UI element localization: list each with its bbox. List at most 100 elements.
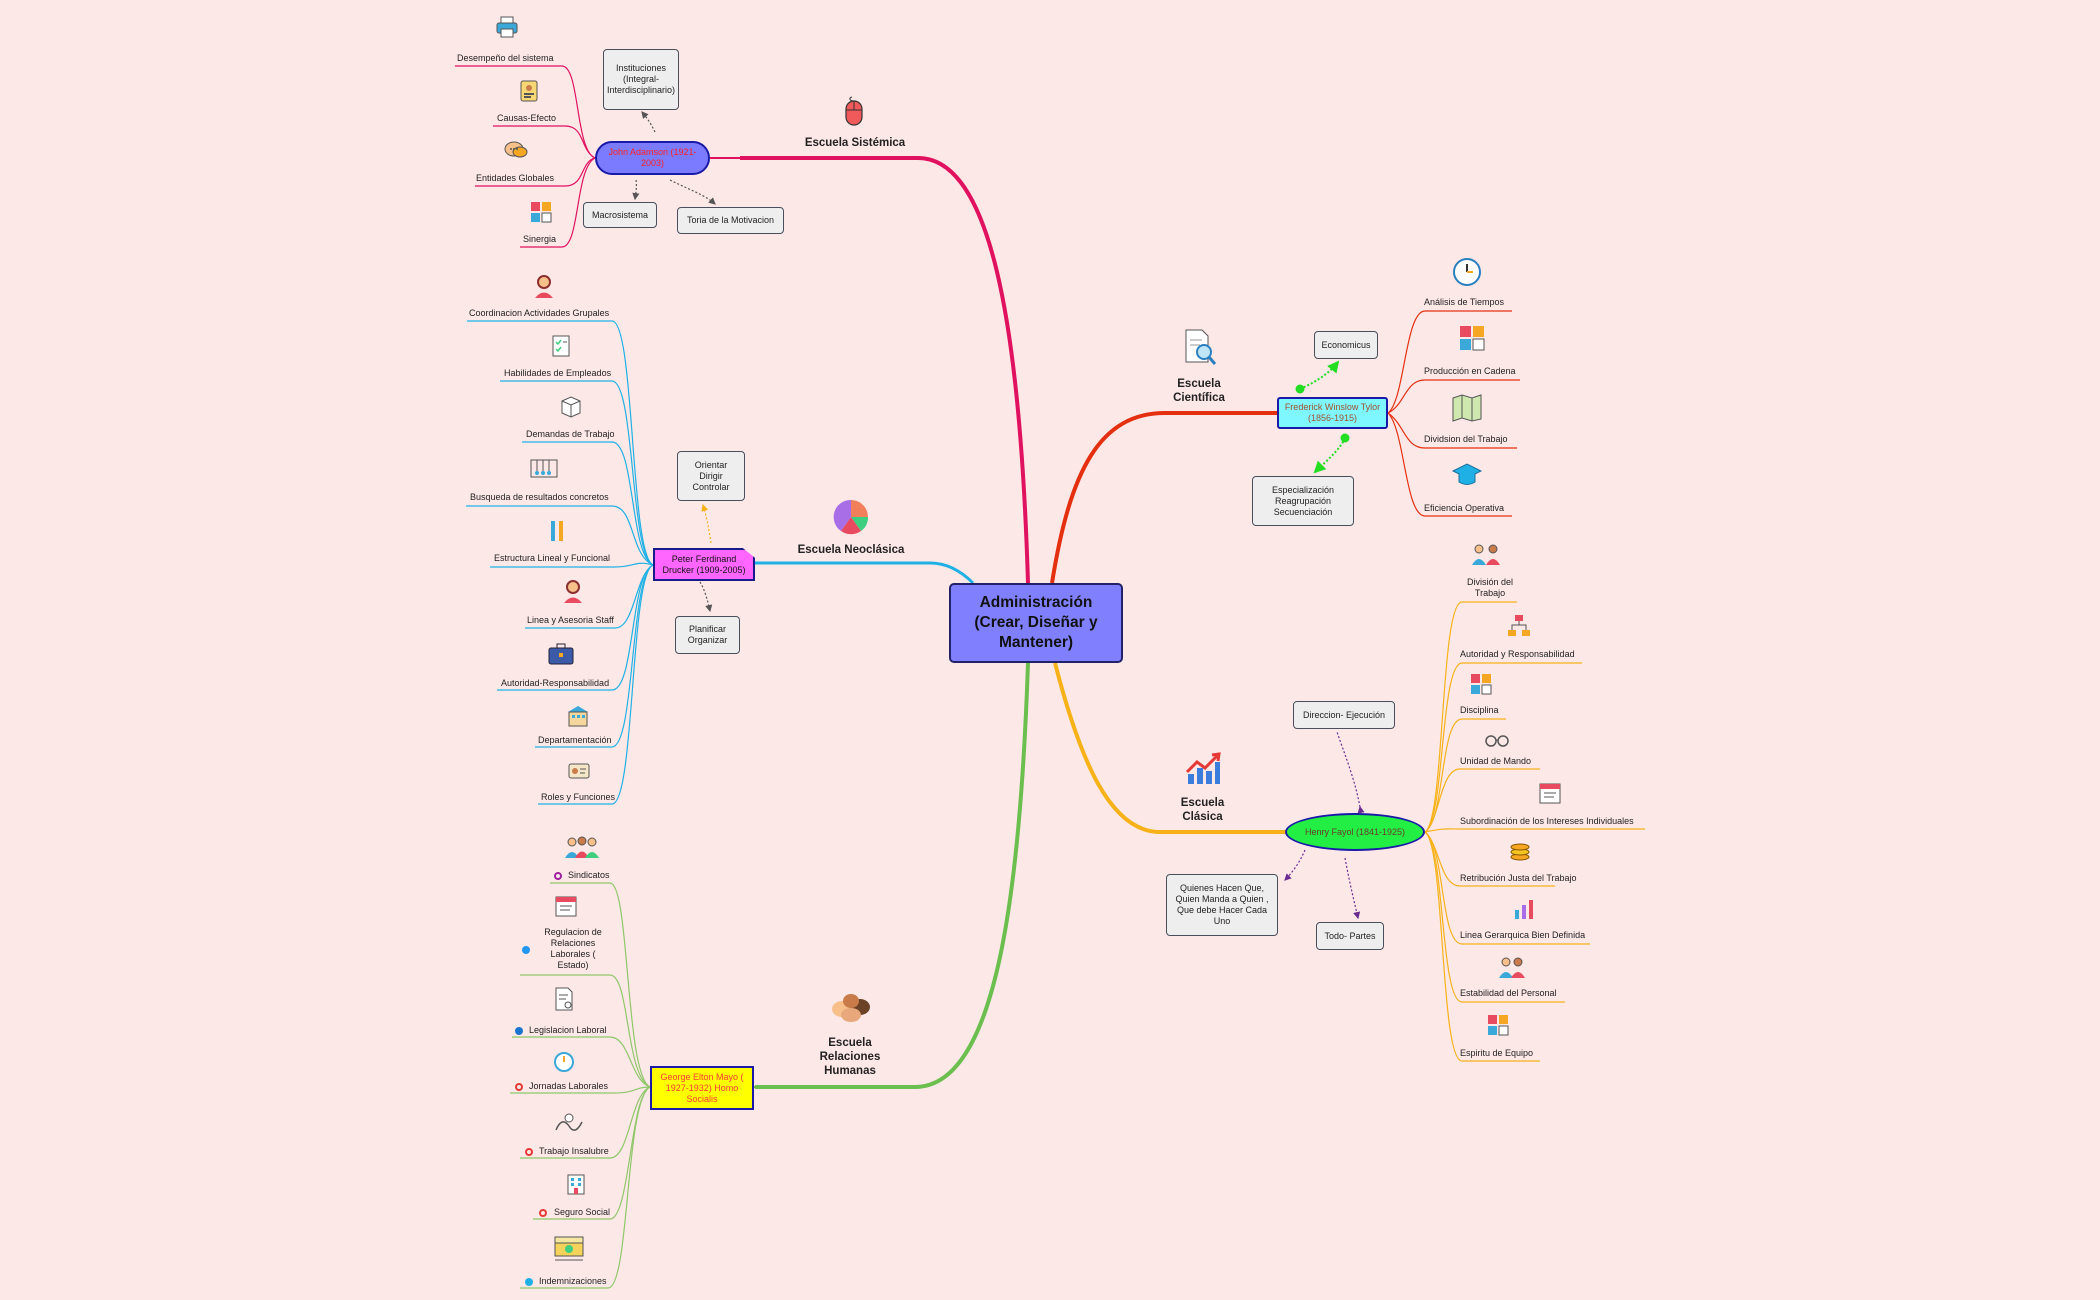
leaf-autoridad-y-resp[interactable]: Autoridad y Responsabilidad <box>1460 649 1575 659</box>
leaf-habilidades[interactable]: Habilidades de Empleados <box>504 368 612 378</box>
person-taylor[interactable]: Frederick Winslow Tylor (1856-1915) <box>1277 397 1388 429</box>
leaf-demandas[interactable]: Demandas de Trabajo <box>526 429 615 439</box>
trending-up-chart-icon <box>1185 752 1221 786</box>
school-cientifica-title[interactable]: Escuela Científica <box>1173 378 1225 404</box>
leaf-sindicatos[interactable]: Sindicatos <box>568 870 610 880</box>
checklist-icon <box>548 333 574 359</box>
leaf-legislacion[interactable]: Legislacion Laboral <box>529 1025 607 1035</box>
box-icon <box>558 393 584 419</box>
leaf-causas[interactable]: Causas-Efecto <box>497 113 557 123</box>
school-clasica-title[interactable]: Escuela Clásica <box>1180 797 1225 823</box>
legal-document-icon <box>551 986 577 1012</box>
leaf-linea-gerarquica[interactable]: Linea Gerarquica Bien Definida <box>1460 930 1586 940</box>
leaf-analisis-tiempos[interactable]: Análisis de Tiempos <box>1424 297 1505 307</box>
money-bills-icon <box>552 1233 586 1265</box>
hospital-building-icon <box>563 1171 589 1197</box>
id-card-icon <box>516 78 542 104</box>
person-ackoff[interactable]: John Adamson (1921-2003) <box>595 141 710 175</box>
pencils-icon <box>544 518 570 544</box>
branch-clasica <box>1053 662 1286 834</box>
assembly-puzzle-icon <box>1457 323 1487 353</box>
note-economicus[interactable]: Economicus <box>1314 331 1378 359</box>
leaf-entidades[interactable]: Entidades Globales <box>476 173 555 183</box>
leaf-indemnizaciones[interactable]: Indemnizaciones <box>539 1276 607 1286</box>
leaf-eficiencia[interactable]: Eficiencia Operativa <box>1424 503 1505 513</box>
note-especializacion[interactable]: Especialización Reagrupación Secuenciaci… <box>1252 476 1354 526</box>
school-sistemica-title[interactable]: Escuela Sistémica <box>804 137 906 149</box>
leaf-produccion-cadena[interactable]: Producción en Cadena <box>1424 366 1516 376</box>
leaf-departamentacion[interactable]: Departamentación <box>538 735 612 745</box>
leaf-coordinacion[interactable]: Coordinacion Actividades Grupales <box>469 308 610 318</box>
hazard-icon <box>553 1110 585 1136</box>
leaf-seguro-social[interactable]: Seguro Social <box>554 1207 611 1217</box>
cradle-icon <box>528 455 560 481</box>
jornadas-marker-icon <box>515 1083 523 1091</box>
note-instituciones[interactable]: Instituciones (Integral- Interdisciplina… <box>603 49 679 110</box>
hands-together-icon <box>826 985 876 1029</box>
mouse-icon <box>840 94 868 128</box>
leaf-linea-asesoria[interactable]: Linea y Asesoria Staff <box>527 615 614 625</box>
leaf-unidad-mando[interactable]: Unidad de Mando <box>1460 756 1532 766</box>
indemnizaciones-marker-icon <box>525 1278 533 1286</box>
leaf-espiritu-equipo[interactable]: Espiritu de Equipo <box>1460 1048 1534 1058</box>
person-mayo[interactable]: George Elton Mayo ( 1927-1932) Homo Soci… <box>650 1066 754 1110</box>
pie-chart-icon <box>831 497 871 537</box>
leaf-regulacion[interactable]: Regulacion de Relaciones Laborales ( Est… <box>544 927 602 970</box>
building-icon <box>565 703 591 729</box>
puzzle-icon <box>528 199 554 225</box>
leaf-division-del-trabajo[interactable]: División del Trabajo <box>1466 577 1514 598</box>
leaf-sinergia[interactable]: Sinergia <box>523 234 557 244</box>
leaf-division-trabajo[interactable]: Dividsion del Trabajo <box>1424 434 1508 444</box>
org-chart-icon <box>1506 613 1532 639</box>
printer-icon <box>494 14 520 40</box>
leaf-busqueda[interactable]: Busqueda de resultados concretos <box>470 492 609 502</box>
leaf-retribucion[interactable]: Retribución Justa del Trabajo <box>1460 873 1577 883</box>
branch-sistemica <box>740 156 1030 584</box>
sindicatos-marker-icon <box>554 872 562 880</box>
note-orientar[interactable]: Orientar Dirigir Controlar <box>677 451 745 501</box>
id-badge-icon <box>566 758 592 784</box>
briefcase-icon <box>546 641 576 667</box>
team-icon <box>1470 541 1502 567</box>
discipline-puzzle-icon <box>1468 671 1494 697</box>
school-humanas-title[interactable]: Escuela Relaciones Humanas <box>819 1037 881 1077</box>
leaf-trabajo-insalubre[interactable]: Trabajo Insalubre <box>539 1146 609 1156</box>
note-macrosistema[interactable]: Macrosistema <box>583 202 657 228</box>
person-fayol[interactable]: Henry Fayol (1841-1925) <box>1285 813 1425 851</box>
note-todo[interactable]: Todo- Partes <box>1316 922 1384 950</box>
union-people-icon <box>564 834 600 860</box>
woman-staff-icon <box>560 578 586 604</box>
calendar-icon <box>1537 780 1563 806</box>
note-motivacion[interactable]: Toria de la Motivacion <box>677 207 784 234</box>
leaf-disciplina[interactable]: Disciplina <box>1460 705 1499 715</box>
branch-humanas <box>755 662 1030 1089</box>
leaf-estructura[interactable]: Estructura Lineal y Funcional <box>494 553 611 563</box>
leaf-subordinacion[interactable]: Subordinación de los Intereses Individua… <box>1460 816 1634 826</box>
branch-cientifica <box>1050 411 1278 584</box>
glasses-icon <box>1484 726 1510 752</box>
note-planificar[interactable]: Planificar Organizar <box>675 616 740 654</box>
leaf-roles[interactable]: Roles y Funciones <box>541 792 616 802</box>
regulacion-marker-icon <box>522 946 530 954</box>
clock-icon <box>1452 257 1482 287</box>
note-direccion[interactable]: Direccion- Ejecución <box>1293 701 1395 729</box>
stopwatch-icon <box>551 1048 577 1074</box>
staff-group-icon <box>1497 954 1527 980</box>
bar-chart-icon <box>1511 896 1537 922</box>
person-drucker[interactable]: Peter Ferdinand Drucker (1909-2005) <box>653 548 755 581</box>
leaf-autoridad-resp[interactable]: Autoridad-Responsabilidad <box>501 678 610 688</box>
note-quienes[interactable]: Quienes Hacen Que, Quien Manda a Quien ,… <box>1166 874 1278 936</box>
school-neoclasica-title[interactable]: Escuela Neoclásica <box>797 544 905 556</box>
leaf-jornadas[interactable]: Jornadas Laborales <box>529 1081 609 1091</box>
leaf-estabilidad[interactable]: Estabilidad del Personal <box>1460 988 1557 998</box>
graduation-cap-icon <box>1451 460 1483 490</box>
map-icon <box>1451 393 1483 423</box>
woman-avatar-icon <box>531 273 557 299</box>
leaf-desempeno[interactable]: Desempeño del sistema <box>457 53 554 63</box>
coins-icon <box>1507 837 1533 863</box>
document-search-icon <box>1182 328 1218 368</box>
root-topic[interactable]: Administración (Crear, Diseñar y Mantene… <box>949 583 1123 663</box>
team-puzzle-icon <box>1485 1012 1511 1038</box>
